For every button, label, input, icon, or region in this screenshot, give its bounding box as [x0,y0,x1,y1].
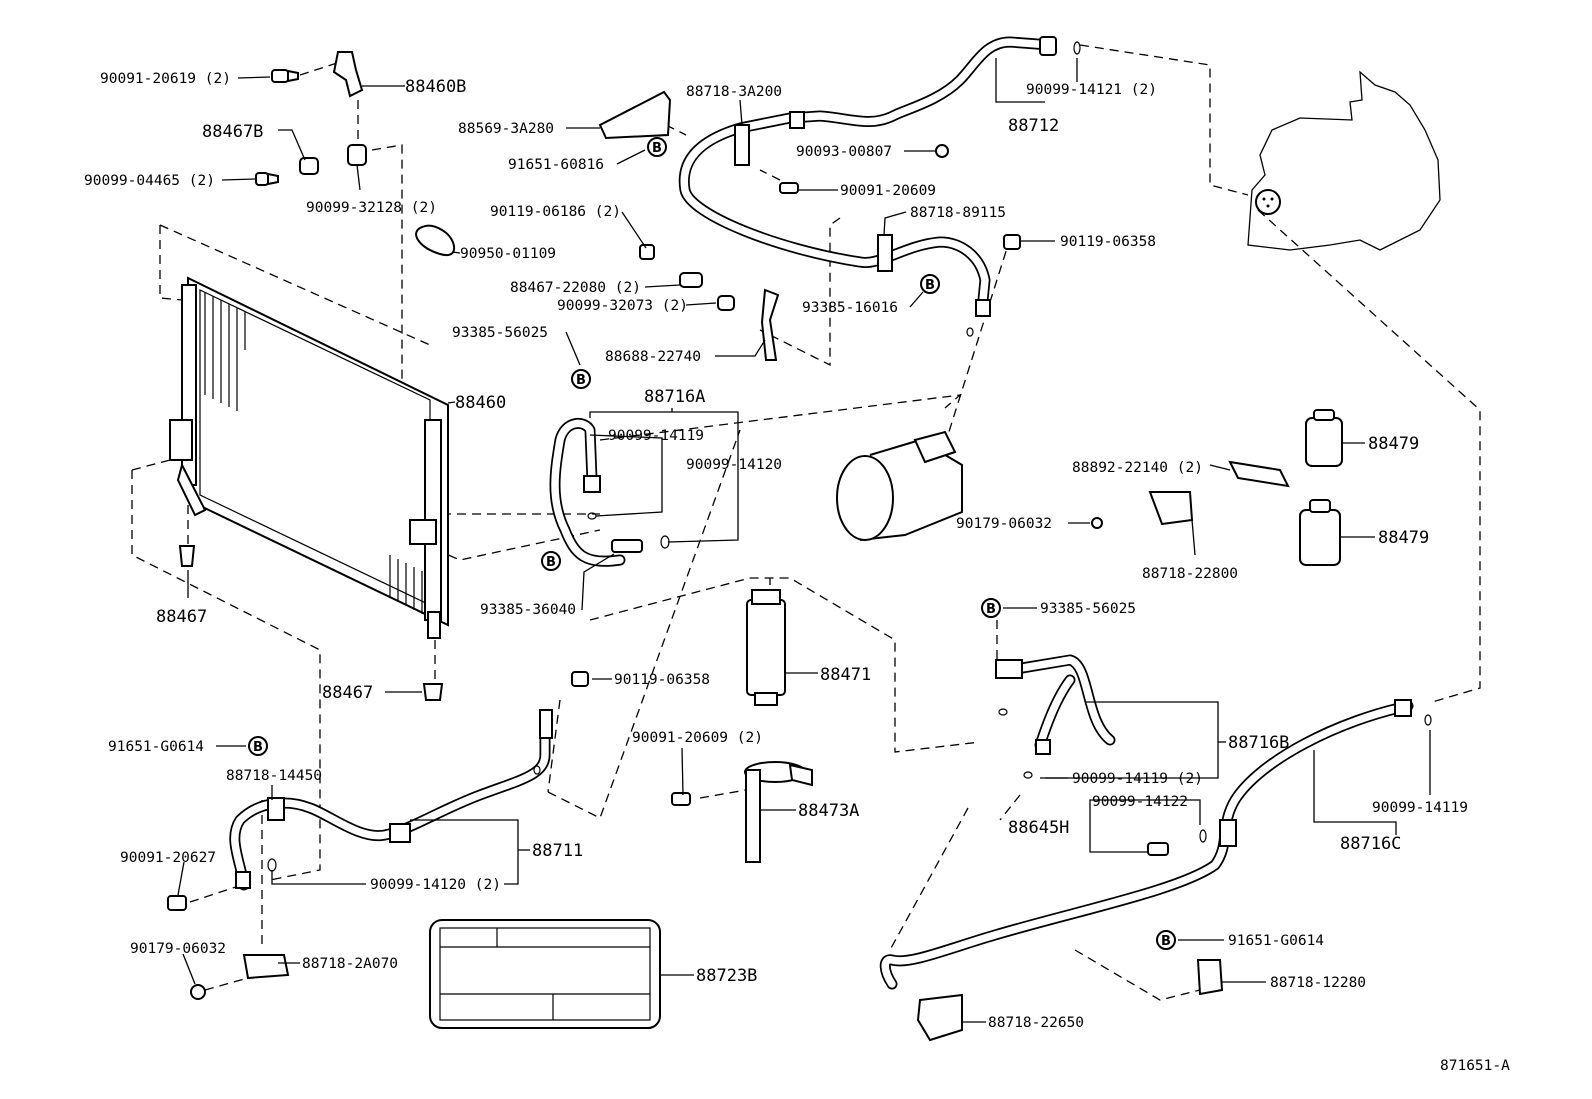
callout-93385-36040: 93385-36040 [480,602,576,618]
callout-88712: 88712 [1008,116,1059,136]
svg-text:B: B [253,740,263,755]
callout-88467-upper: 88467 [156,607,207,627]
svg-text:B: B [925,278,935,293]
bolt-marker-1: B [647,137,667,157]
callout-90099-04465: 90099-04465 (2) [84,173,215,189]
callout-88718-2A070: 88718-2A070 [302,956,398,972]
bolt-marker-2: B [920,274,940,294]
warning-label [429,919,661,1029]
callout-88569-3A280: 88569-3A280 [458,121,554,137]
callout-88718-22650: 88718-22650 [988,1015,1084,1031]
callout-90099-14121: 90099-14121 (2) [1026,82,1157,98]
callout-88718-3A200: 88718-3A200 [686,84,782,100]
svg-text:B: B [1161,934,1171,949]
svg-text:B: B [652,141,662,156]
callout-90099-14122: 90099-14122 [1092,794,1188,810]
callout-88718-22800: 88718-22800 [1142,566,1238,582]
callout-88460: 88460 [455,393,506,413]
engine-outline [1247,70,1441,251]
callout-88892-22140: 88892-22140 (2) [1072,460,1203,476]
callout-88479-upper: 88479 [1368,434,1419,454]
callout-91651-G0614-right: 91651-G0614 [1228,933,1324,949]
callout-90093-00807: 90093-00807 [796,144,892,160]
condenser [169,276,449,639]
diagram-id: 871651-A [1440,1058,1510,1074]
bolt-marker-6: B [248,736,268,756]
callout-93385-16016: 93385-16016 [802,300,898,316]
callout-88711: 88711 [532,841,583,861]
guide-lines [131,44,1481,1001]
callout-91651-60816: 91651-60816 [508,157,604,173]
callout-90099-14119-2: 90099-14119 (2) [1072,771,1203,787]
fittings [167,36,1432,1042]
callout-90099-14119-b: 90099-14119 [1372,800,1468,816]
callout-88467B: 88467B [202,122,263,142]
svg-text:B: B [546,555,556,570]
receivers [1299,409,1343,566]
callout-88716B: 88716B [1228,733,1289,753]
callout-93385-56025-right: 93385-56025 [1040,601,1136,617]
callout-90119-06186: 90119-06186 (2) [490,204,621,220]
callout-88688-22740: 88688-22740 [605,349,701,365]
callout-88718-14450: 88718-14450 [226,768,322,784]
callout-88471: 88471 [820,665,871,685]
callout-88473A: 88473A [798,801,859,821]
callout-93385-56025-left: 93385-56025 [452,325,548,341]
callout-90091-20619: 90091-20619 (2) [100,71,231,87]
callout-88718-89115: 88718-89115 [910,205,1006,221]
svg-text:B: B [986,602,996,617]
callout-90099-32073: 90099-32073 (2) [557,298,688,314]
callout-88716A: 88716A [644,387,705,407]
callout-90179-06032-left: 90179-06032 [130,941,226,957]
callout-88479-lower: 88479 [1378,528,1429,548]
callout-88723B: 88723B [696,966,757,986]
callout-90950-01109: 90950-01109 [460,246,556,262]
callout-90091-20609: 90091-20609 [840,183,936,199]
callout-88460B: 88460B [405,77,466,97]
callout-90091-20627: 90091-20627 [120,850,216,866]
callout-88467-lower: 88467 [322,683,373,703]
callout-90119-06358-mid: 90119-06358 [614,672,710,688]
callout-90091-20609-2: 90091-20609 (2) [632,730,763,746]
bolt-marker-7: B [1156,930,1176,950]
callouts: 90091-20619 (2) 88460B 88467B 90099-0446… [84,71,1510,1074]
small-parts-top-left [178,51,456,701]
callout-88716C: 88716C [1340,834,1401,854]
leader-lines [177,58,1431,1023]
callout-90099-14120-2: 90099-14120 (2) [370,877,501,893]
bolt-marker-4: B [541,551,561,571]
callout-88467-22080: 88467-22080 (2) [510,280,641,296]
bolt-markers: B B B B B B B [248,137,1176,950]
bolt-marker-5: B [981,598,1001,618]
callout-90119-06358-top: 90119-06358 [1060,234,1156,250]
callout-90179-06032-right: 90179-06032 [956,516,1052,532]
callout-90099-32128: 90099-32128 (2) [306,200,437,216]
callout-88718-12280: 88718-12280 [1270,975,1366,991]
svg-text:B: B [576,373,586,388]
callout-90099-14119-a: 90099-14119 [608,428,704,444]
bolt-marker-3: B [571,369,591,389]
callout-91651-G0614-left: 91651-G0614 [108,739,204,755]
callout-88645H: 88645H [1008,818,1069,838]
callout-90099-14120-a: 90099-14120 [686,457,782,473]
compressor [836,430,963,541]
dryer [744,589,813,863]
